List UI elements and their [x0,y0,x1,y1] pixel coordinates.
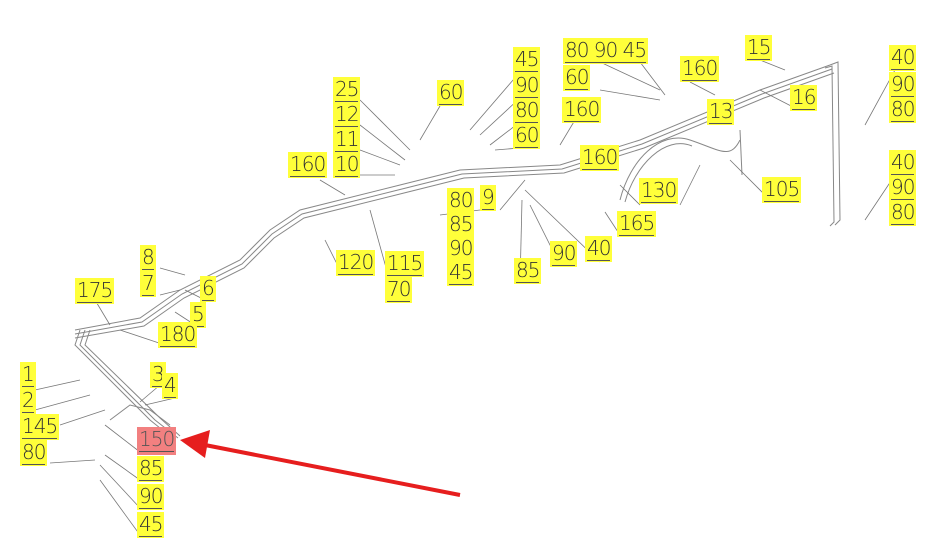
part-label[interactable]: 8 [140,245,156,271]
part-label[interactable]: 130 [639,178,679,204]
part-label[interactable]: 80 [513,98,541,124]
part-label[interactable]: 145 [20,414,60,440]
part-label[interactable]: 90 [137,484,165,510]
part-label[interactable]: 40 [889,150,917,176]
pipe-bundle [74,64,831,331]
part-label[interactable]: 80 [447,188,475,214]
part-label[interactable]: 180 [158,322,198,348]
part-label[interactable]: 40 [889,45,917,71]
part-label[interactable]: 11 [333,127,361,153]
part-label[interactable]: 160 [562,97,602,123]
pipe-bundle [74,72,835,339]
highlighted-part-label[interactable]: 150 [137,427,177,455]
part-label[interactable]: 15 [745,35,773,61]
part-label[interactable]: 90 [513,73,541,99]
part-label[interactable]: 1 [20,362,36,388]
part-label[interactable]: 85 [514,258,542,284]
pipe-bundle [74,68,833,335]
part-label[interactable]: 80 [889,97,917,123]
arrow [180,430,461,497]
part-label[interactable]: 85 [137,456,165,482]
part-label[interactable]: 175 [75,278,115,304]
pipe-lower [109,404,171,426]
pipe-right-drop [829,61,841,226]
part-label[interactable]: 6 [200,276,216,302]
part-label[interactable]: 80 90 45 [563,38,649,64]
part-label[interactable]: 160 [680,56,720,82]
part-label[interactable]: 120 [336,250,376,276]
part-label[interactable]: 40 [585,236,613,262]
pipe-right-drop [824,65,835,227]
part-label[interactable]: 45 [137,512,165,538]
part-label[interactable]: 70 [385,277,413,303]
hose [624,143,693,203]
part-label[interactable]: 9 [480,185,496,211]
part-label[interactable]: 10 [333,152,361,178]
part-label[interactable]: 160 [580,145,620,171]
part-label[interactable]: 90 [889,175,917,201]
part-label[interactable]: 2 [20,388,36,414]
part-label[interactable]: 80 [20,440,48,466]
part-label[interactable]: 80 [889,200,917,226]
part-label[interactable]: 115 [385,251,425,277]
part-label[interactable]: 13 [707,99,735,125]
part-label[interactable]: 45 [513,47,541,73]
part-label[interactable]: 5 [190,302,206,328]
part-label[interactable]: 25 [333,77,361,103]
part-label[interactable]: 90 [447,236,475,262]
part-label[interactable]: 60 [437,80,465,106]
part-label[interactable]: 7 [140,271,156,297]
part-label[interactable]: 12 [333,102,361,128]
part-label[interactable]: 3 [150,362,166,388]
part-label[interactable]: 90 [889,72,917,98]
part-label[interactable]: 45 [447,260,475,286]
part-label[interactable]: 90 [550,241,578,267]
part-label[interactable]: 105 [762,177,802,203]
part-label[interactable]: 60 [563,65,591,91]
hose [619,137,741,201]
part-label[interactable]: 60 [513,123,541,149]
part-label[interactable]: 85 [447,212,475,238]
part-label[interactable]: 16 [790,85,818,111]
part-label[interactable]: 160 [288,152,328,178]
leader-lines [34,59,896,536]
part-label[interactable]: 4 [162,373,178,399]
part-label[interactable]: 165 [617,211,657,237]
